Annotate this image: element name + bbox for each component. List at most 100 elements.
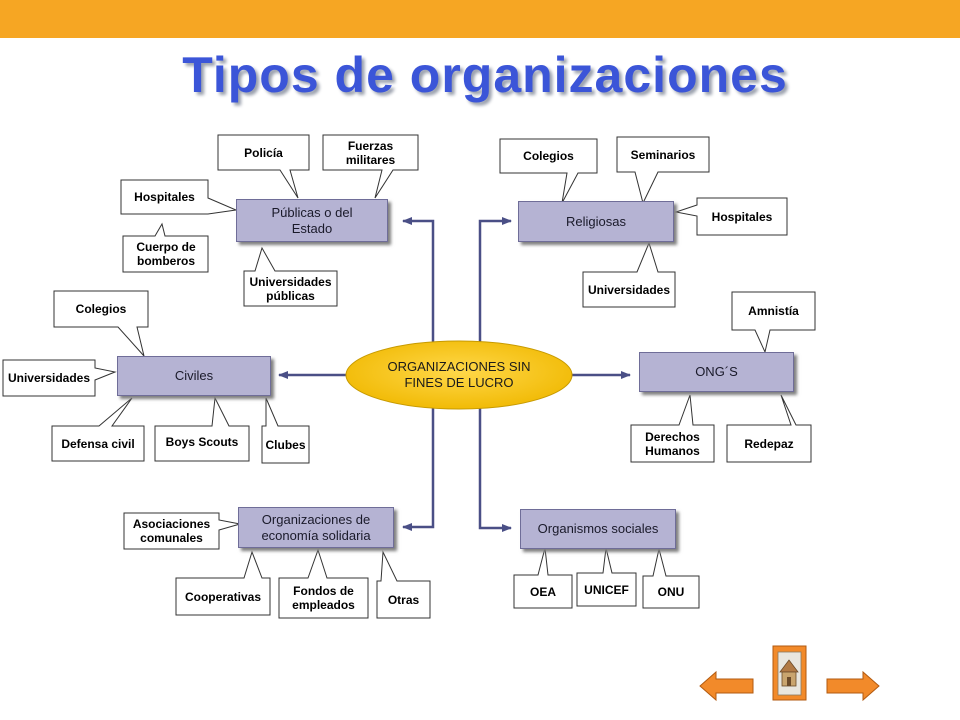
callout-shape-bomberos <box>122 222 209 273</box>
callout-hospitales-religiosas: Hospitales <box>697 198 787 235</box>
callout-hospitales-pub-label: Hospitales <box>134 190 195 204</box>
category-economia-label: Organizaciones de economía solidaria <box>261 511 371 543</box>
category-religiosas: Religiosas <box>518 201 674 242</box>
callout-unicef: UNICEF <box>577 573 636 606</box>
callout-shape-colegios-civ <box>53 290 149 357</box>
callout-policia-label: Policía <box>244 145 283 160</box>
category-ongs-label: ONG´S <box>695 364 738 379</box>
callout-shape-seminarios <box>616 136 710 205</box>
callout-shape-cooperativas <box>175 550 271 616</box>
callout-colegios-civ-label: Colegios <box>75 302 127 316</box>
callout-universidades-civiles: Universidades <box>3 360 95 396</box>
callout-univ-publicas-label: Universidades públicas <box>249 274 332 303</box>
category-economia: Organizaciones de economía solidaria <box>238 507 394 548</box>
callout-shape-universidades-rel <box>582 241 676 308</box>
callout-otras: Otras <box>377 581 430 618</box>
callout-shape-policia <box>217 134 310 199</box>
callout-universidades-rel-label: Universidades <box>587 282 671 297</box>
callout-seminarios: Seminarios <box>617 137 709 172</box>
callout-shape-univ-publicas <box>243 246 338 307</box>
callout-colegios-rel-label: Colegios <box>523 149 574 163</box>
callout-amnistia-label: Amnistía <box>748 304 799 318</box>
connector-sociales <box>478 405 512 532</box>
callout-cuerpo-bomberos: Cuerpo de bomberos <box>128 236 204 272</box>
callout-shape-asociaciones <box>123 512 241 550</box>
category-publicas-label: Públicas o del Estado <box>271 204 353 236</box>
category-sociales-label: Organismos sociales <box>537 521 659 536</box>
callout-colegios-civiles: Colegios <box>54 291 148 327</box>
callout-onu: ONU <box>643 576 699 608</box>
callout-oea: OEA <box>514 575 572 608</box>
callout-derechos-label: Derechos Humanos <box>645 429 700 458</box>
right-arrow-icon <box>826 670 880 702</box>
center-node-label: ORGANIZACIONES SIN FINES DE LUCRO <box>387 359 531 390</box>
callout-shape-redepaz <box>726 394 812 463</box>
callout-hospitales-rel-label: Hospitales <box>711 209 773 224</box>
connector-economia <box>402 405 435 531</box>
nav-prev-button[interactable] <box>699 670 754 702</box>
center-node-shape <box>345 340 573 410</box>
callout-shape-colegios-rel <box>499 138 598 204</box>
callout-redepaz: Redepaz <box>727 425 811 462</box>
callout-asociaciones-label: Asociaciones comunales <box>132 517 211 545</box>
left-arrow-icon <box>699 670 754 702</box>
callout-clubes: Clubes <box>262 426 309 463</box>
callout-defensa-label: Defensa civil <box>61 436 135 451</box>
callout-shape-onu <box>642 548 700 609</box>
callout-shape-hospitales-rel <box>674 197 788 236</box>
callout-cooperativas: Cooperativas <box>176 578 270 615</box>
callout-shape-derechos <box>630 394 715 463</box>
nav-next-button[interactable] <box>826 670 880 702</box>
callout-shapes <box>2 134 816 619</box>
connectors <box>278 217 631 532</box>
callout-onu-label: ONU <box>657 585 685 599</box>
callout-defensa-civil: Defensa civil <box>52 426 144 461</box>
callout-shape-oea <box>513 547 573 609</box>
callout-fuerzas-label: Fuerzas militares <box>345 138 396 167</box>
category-publicas: Públicas o del Estado <box>236 199 388 242</box>
callout-fuerzas-militares: Fuerzas militares <box>333 135 408 170</box>
callout-shape-otras <box>376 550 431 619</box>
callout-shape-unicef <box>576 547 637 607</box>
callout-unicef-label: UNICEF <box>584 582 629 597</box>
callout-shape-boyscouts <box>154 396 250 462</box>
category-civiles: Civiles <box>117 356 271 396</box>
callout-asociaciones-comunales: Asociaciones comunales <box>124 513 219 549</box>
callout-boyscouts-label: Boys Scouts <box>165 434 239 449</box>
callout-universidades-publicas: Universidades públicas <box>244 271 337 306</box>
top-bar <box>0 0 960 38</box>
callout-hospitales-publicas: Hospitales <box>121 180 208 214</box>
callout-cooperativas-label: Cooperativas <box>184 589 262 604</box>
callout-boys-scouts: Boys Scouts <box>155 424 249 459</box>
callout-policia: Policía <box>218 135 309 170</box>
category-sociales: Organismos sociales <box>520 509 676 549</box>
connector-religiosas <box>478 217 512 345</box>
nav-home-button[interactable] <box>772 645 807 701</box>
callout-fondos-empleados: Fondos de empleados <box>283 578 364 618</box>
callout-clubes-label: Clubes <box>265 437 306 452</box>
callout-colegios-religiosas: Colegios <box>500 139 597 173</box>
callout-bomberos-label: Cuerpo de bomberos <box>136 240 196 268</box>
category-civiles-label: Civiles <box>174 368 214 383</box>
callout-shape-defensa <box>51 397 145 462</box>
connector-publicas <box>402 217 435 345</box>
callout-shape-universidades-civ <box>2 359 117 397</box>
center-node: ORGANIZACIONES SIN FINES DE LUCRO <box>372 352 546 398</box>
callout-seminarios-label: Seminarios <box>630 147 696 162</box>
page-title: Tipos de organizaciones <box>182 47 788 103</box>
callout-fondos-label: Fondos de empleados <box>292 584 355 612</box>
category-religiosas-label: Religiosas <box>566 213 626 229</box>
callout-derechos-humanos: Derechos Humanos <box>631 425 714 462</box>
callout-universidades-religiosas: Universidades <box>583 272 675 307</box>
category-ongs: ONG´S <box>639 352 794 392</box>
callout-shape-clubes <box>261 397 310 464</box>
callout-shape-amnistia <box>731 291 816 354</box>
callout-otras-label: Otras <box>387 592 420 607</box>
home-icon <box>779 659 799 687</box>
callout-universidades-civ-label: Universidades <box>7 371 91 385</box>
callout-shape-fuerzas <box>322 134 419 199</box>
callout-shape-fondos <box>278 548 369 619</box>
callout-oea-label: OEA <box>529 584 556 599</box>
callout-redepaz-label: Redepaz <box>744 436 794 451</box>
